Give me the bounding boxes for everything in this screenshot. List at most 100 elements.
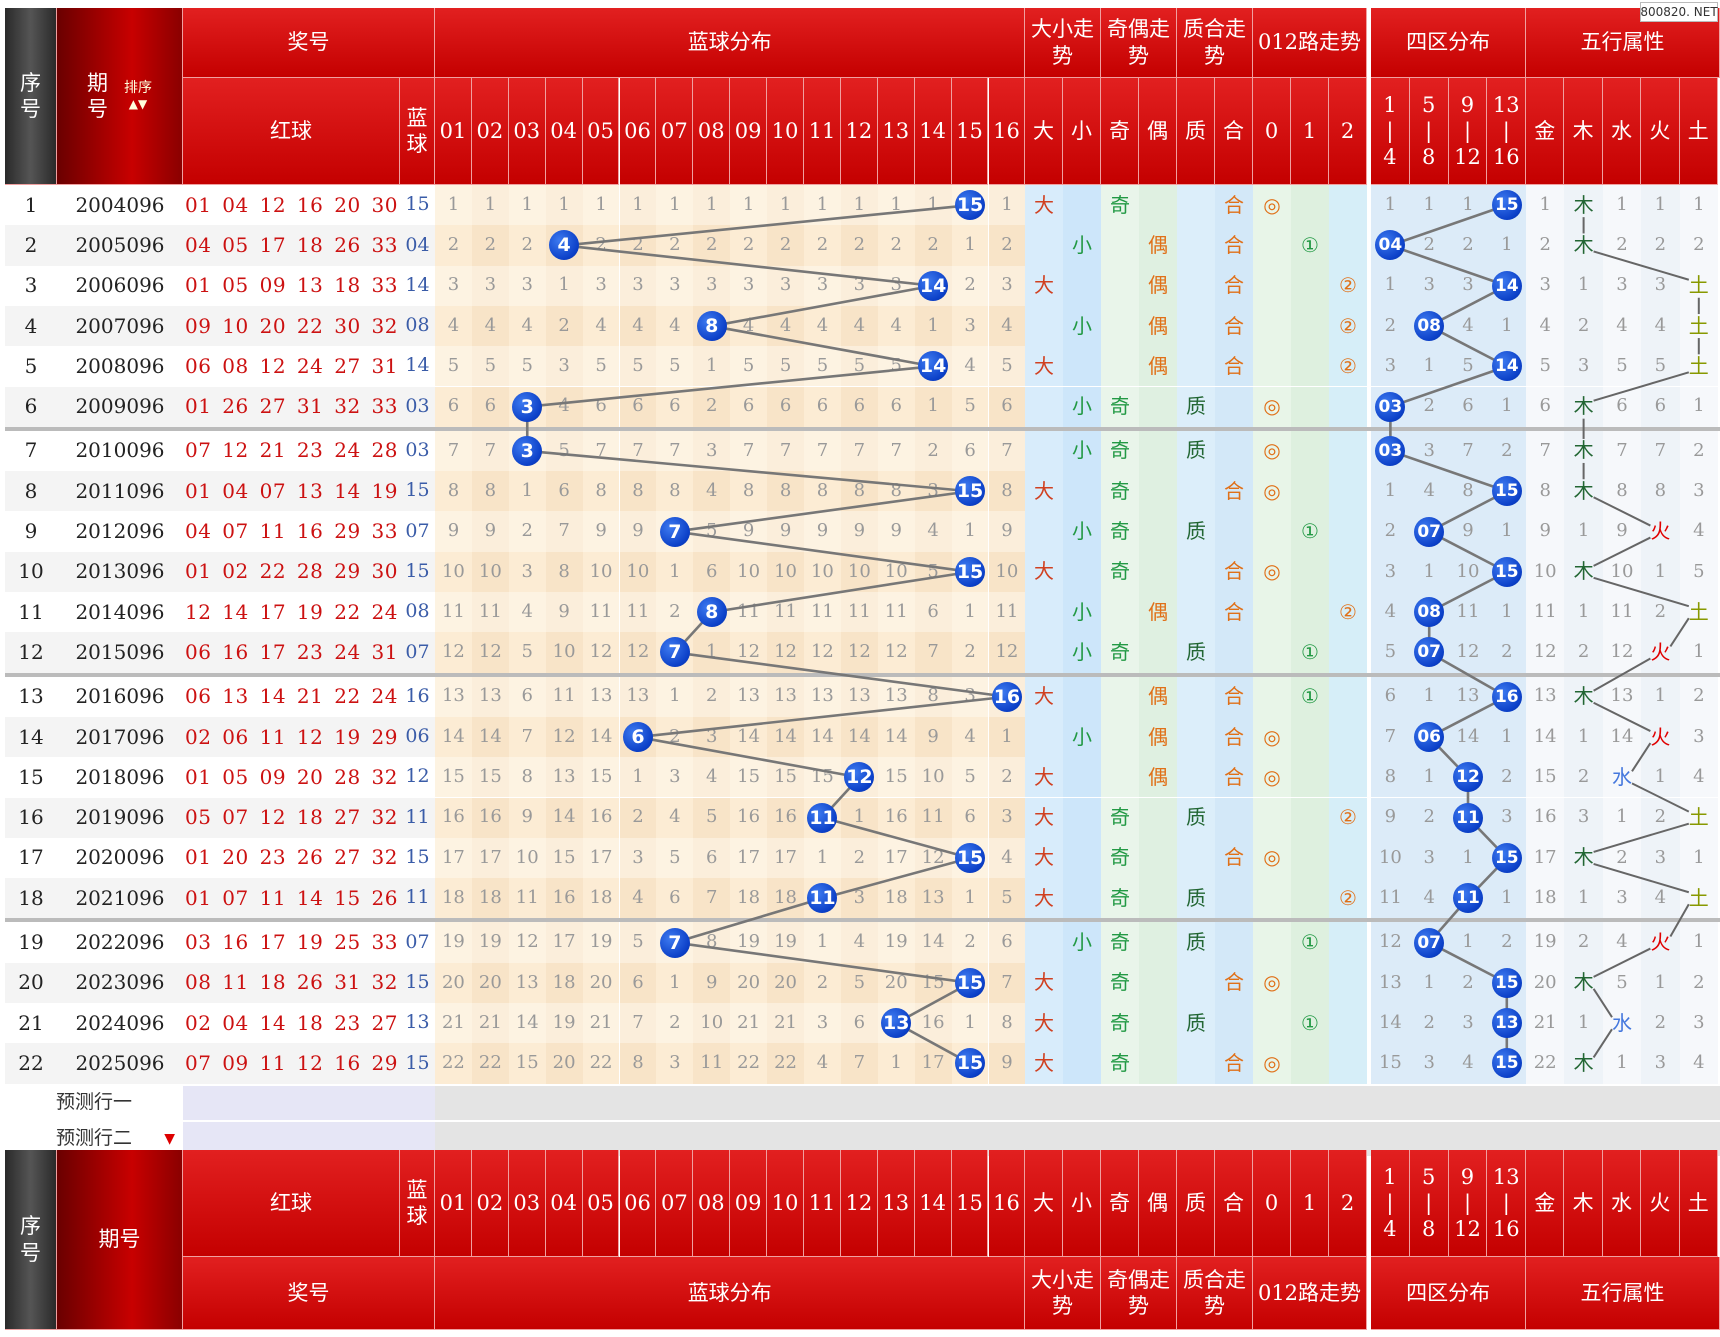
trend-cell bbox=[1215, 592, 1253, 633]
trend-cell bbox=[1177, 511, 1215, 552]
blue-miss-cell: 14 bbox=[804, 716, 841, 758]
trend-cell bbox=[1215, 346, 1253, 387]
trend-line-segment bbox=[711, 324, 934, 368]
predict-row-input[interactable] bbox=[183, 1085, 435, 1120]
zone-ball-marker: 15 bbox=[1491, 556, 1522, 587]
element-cell: 木 bbox=[1564, 837, 1603, 879]
zone-ball-marker: 11 bbox=[1453, 802, 1483, 833]
trend-cell bbox=[1025, 757, 1063, 798]
row-seq: 7 bbox=[5, 430, 57, 472]
blue-miss-cell: 3 bbox=[656, 265, 694, 306]
zone-ball-marker: 15 bbox=[1491, 842, 1522, 873]
blue-miss-cell: 4 bbox=[840, 305, 878, 347]
trend-cell bbox=[1025, 922, 1063, 963]
trend-cell bbox=[1329, 757, 1367, 798]
element-cell: 15 bbox=[1526, 757, 1565, 798]
predict-row-grid[interactable] bbox=[435, 1121, 1720, 1156]
trend-mark: 质 bbox=[1186, 805, 1206, 830]
blue-miss-cell: 6 bbox=[877, 386, 915, 427]
blue-miss-cell: 17 bbox=[582, 837, 620, 879]
element-cell: 1 bbox=[1679, 922, 1718, 963]
blue-miss-cell: 7 bbox=[988, 962, 1026, 1003]
trend-mark: 奇 bbox=[1110, 438, 1130, 463]
blue-miss-cell: 11 bbox=[545, 676, 583, 717]
trend-cell bbox=[1063, 225, 1101, 266]
blue-miss-cell: 5 bbox=[693, 797, 731, 838]
trend-cell bbox=[1063, 716, 1101, 758]
row-blue-ball: 04 bbox=[400, 225, 435, 266]
blue-miss-cell: 5 bbox=[988, 346, 1026, 387]
element-cell: 4 bbox=[1602, 305, 1642, 347]
trend-cell bbox=[1177, 1003, 1215, 1044]
blue-miss-cell: 4 bbox=[804, 1043, 841, 1084]
footer-trend-col: 大 bbox=[1025, 1150, 1063, 1257]
trend-cell bbox=[1025, 716, 1063, 758]
group-separator bbox=[5, 426, 1720, 431]
trend-cell bbox=[1291, 878, 1329, 919]
blue-miss-cell: 5 bbox=[914, 551, 952, 592]
blue-miss-cell: 5 bbox=[693, 511, 731, 552]
trend-cell bbox=[1215, 837, 1253, 879]
trend-mark: 奇 bbox=[1110, 639, 1130, 664]
footer-element-col: 火 bbox=[1641, 1150, 1680, 1257]
trend-mark: ① bbox=[1301, 1010, 1319, 1035]
zone-ball-marker: 03 bbox=[1375, 435, 1406, 466]
element-cell: 土 bbox=[1679, 878, 1718, 919]
trend-cell bbox=[1329, 878, 1367, 919]
zone-ball-marker: 15 bbox=[1491, 1048, 1522, 1079]
trend-cell bbox=[1025, 1003, 1063, 1044]
blue-miss-cell: 3 bbox=[619, 265, 657, 306]
blue-miss-cell: 6 bbox=[988, 386, 1026, 427]
blue-ball-marker: 11 bbox=[807, 802, 838, 833]
element-cell: 13 bbox=[1602, 676, 1642, 717]
zone-ball-marker: 07 bbox=[1414, 637, 1445, 668]
predict-row-input[interactable] bbox=[183, 1121, 435, 1156]
trend-cell bbox=[1291, 757, 1329, 798]
trend-cell bbox=[1063, 305, 1101, 347]
predict-row-grid[interactable] bbox=[435, 1085, 1720, 1120]
header-blue-col: 16 bbox=[988, 78, 1026, 185]
sort-button[interactable]: 排序▲▼ bbox=[124, 80, 152, 113]
row-red-balls: 01 20 23 26 27 32 bbox=[183, 837, 400, 879]
blue-miss-cell: 1 bbox=[693, 185, 731, 226]
zone-cell: 15 bbox=[1371, 1043, 1410, 1084]
blue-miss-cell: 1 bbox=[656, 962, 694, 1003]
trend-mark: 合 bbox=[1224, 845, 1244, 870]
footer-blue-col: 06 bbox=[619, 1150, 657, 1257]
trend-cell bbox=[1063, 632, 1101, 673]
trend-cell bbox=[1215, 716, 1253, 758]
trend-mark: 合 bbox=[1224, 599, 1244, 624]
blue-miss-cell: 1 bbox=[914, 386, 952, 427]
footer-trend-col: 小 bbox=[1063, 1150, 1101, 1257]
trend-cell bbox=[1025, 511, 1063, 552]
trend-mark: 偶 bbox=[1148, 232, 1168, 257]
arrow-down-icon[interactable]: ▼ bbox=[164, 1130, 175, 1147]
row-red-balls: 01 26 27 31 32 33 bbox=[183, 386, 400, 427]
element-cell: 3 bbox=[1641, 837, 1680, 879]
blue-miss-cell: 9 bbox=[840, 511, 878, 552]
blue-miss-cell: 14 bbox=[582, 716, 620, 758]
element-cell: 7 bbox=[1602, 430, 1642, 472]
row-issue: 2022096 bbox=[57, 922, 183, 963]
row-issue: 2020096 bbox=[57, 837, 183, 879]
blue-miss-cell: 21 bbox=[767, 1003, 804, 1044]
blue-ball-marker: 4 bbox=[549, 230, 580, 261]
predict-row-label: 预测行一 bbox=[5, 1085, 183, 1120]
row-blue-ball: 13 bbox=[400, 1003, 435, 1044]
blue-miss-cell: 10 bbox=[730, 551, 768, 592]
row-seq: 18 bbox=[5, 878, 57, 919]
footer-trend-col: 2 bbox=[1329, 1150, 1367, 1257]
blue-miss-cell: 6 bbox=[508, 676, 546, 717]
blue-miss-cell: 3 bbox=[693, 265, 731, 306]
trend-cell bbox=[1101, 797, 1139, 838]
row-seq: 2 bbox=[5, 225, 57, 266]
blue-miss-cell: 10 bbox=[619, 551, 657, 592]
zone-ball-marker: 08 bbox=[1414, 597, 1445, 628]
trend-mark: 质 bbox=[1186, 1010, 1206, 1035]
header-element-col: 土 bbox=[1679, 78, 1718, 185]
row-issue: 2004096 bbox=[57, 185, 183, 226]
element-cell: 1 bbox=[1526, 185, 1565, 226]
row-issue: 2017096 bbox=[57, 716, 183, 758]
blue-miss-cell: 3 bbox=[730, 265, 768, 306]
